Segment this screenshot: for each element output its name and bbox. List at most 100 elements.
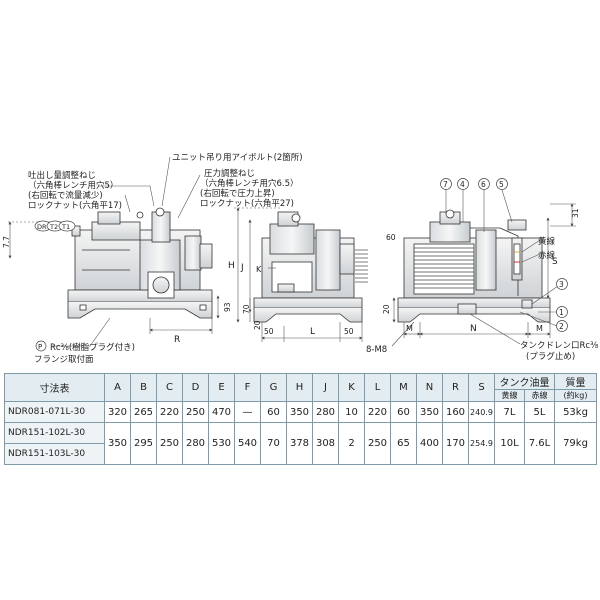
col-header-c: C — [156, 373, 183, 402]
callout-2: 2 — [559, 322, 564, 331]
col-header-a: A — [104, 373, 131, 402]
front-view-dimensions — [8, 156, 220, 347]
dim-n: N — [470, 324, 477, 334]
dim-93: 93 — [223, 302, 232, 312]
port-p-label: P — [38, 343, 42, 351]
col-header-b: B — [130, 373, 157, 402]
cell-mass: 53kg — [554, 401, 597, 423]
flange-face-label: フランジ取付面 — [34, 354, 94, 365]
dim-j: J — [240, 263, 244, 273]
dim-50b: 50 — [344, 327, 354, 336]
pressure-hex-label: （六角棒レンチ用穴6.5） — [200, 178, 299, 189]
table-subheader-row: 黄線 赤線 (約kg) — [5, 389, 597, 402]
cell-c: 250 — [156, 422, 183, 465]
cell-f: 540 — [234, 422, 261, 465]
table-row: NDR151-102L-30 350 295 250 280 530 540 7… — [4, 422, 597, 465]
cell-m: 65 — [390, 422, 417, 465]
cell-h: 350 — [286, 401, 313, 423]
col-header-m: M — [390, 373, 417, 402]
cell-e: 530 — [208, 422, 235, 465]
cell-mass: 79kg — [554, 422, 597, 465]
cell-e: 470 — [208, 401, 235, 423]
table-row: NDR151-103L-30 — [4, 443, 597, 465]
dim-m2: M — [536, 324, 543, 333]
bolts-label: 8-M8 — [366, 345, 387, 355]
cell-tank-yellow: 7L — [494, 401, 525, 423]
col-header-mass: 質量 — [554, 373, 597, 390]
yellow-line-label: 黄線 — [538, 236, 556, 247]
rear-view-dimensions — [391, 189, 576, 347]
cell-f: — — [234, 401, 261, 423]
cell-a: 320 — [104, 401, 131, 423]
port-dr-label: DR — [37, 223, 47, 231]
callout-6: 6 — [481, 180, 486, 189]
dim-m: M — [406, 324, 413, 333]
cell-j: 280 — [312, 401, 339, 423]
cell-l: 250 — [364, 422, 391, 465]
callout-5: 5 — [499, 180, 504, 189]
cell-d: 280 — [182, 422, 209, 465]
dim-h: H — [228, 261, 235, 271]
dim-50a: 50 — [264, 327, 274, 336]
dim-20b: 20 — [382, 304, 391, 314]
pressure-nut-label: ロックナット(六角平27) — [200, 198, 294, 209]
col-header-k: K — [338, 373, 365, 402]
col-header-mass-unit: (約kg) — [554, 389, 597, 402]
col-header-e: E — [208, 373, 235, 402]
dim-70: 70 — [242, 304, 251, 314]
col-header-g: G — [260, 373, 287, 402]
table-row: NDR081-071L-30 320 265 220 250 470 — 60 … — [4, 401, 597, 423]
col-header-n: N — [416, 373, 443, 402]
col-header-r: R — [442, 373, 469, 402]
front-view — [67, 207, 213, 319]
col-header-j: J — [312, 373, 339, 402]
callout-circles — [440, 178, 568, 332]
callout-3: 3 — [559, 280, 564, 289]
port-t2-label: T2 — [49, 223, 58, 231]
dimension-table: 寸法表 A B C D E F G H J K L M N R S タンク油量 … — [4, 373, 597, 465]
discharge-hex-label: （六角棒レンチ用穴5） — [28, 180, 118, 191]
cell-d: 250 — [182, 401, 209, 423]
col-header-tank: タンク油量 — [494, 373, 555, 390]
cell-s: 240.9 — [468, 401, 495, 423]
port-markers — [34, 220, 76, 352]
technical-drawing: 吐出し量調整ねじ （六角棒レンチ用穴5） (右回転で流量減少) ロックナット(六… — [2, 152, 598, 365]
side-view-dimensions — [234, 207, 363, 342]
cell-k: 2 — [338, 422, 365, 465]
model-cell: NDR081-071L-30 — [4, 401, 105, 423]
col-header-f: F — [234, 373, 261, 402]
cell-n: 400 — [416, 422, 443, 465]
cell-k: 10 — [338, 401, 365, 423]
rear-view — [397, 209, 551, 323]
cell-tank-yellow: 10L — [494, 422, 525, 465]
dim-31: 31 — [571, 208, 580, 218]
cell-c: 220 — [156, 401, 183, 423]
pressure-note-label: (右回転で圧力上昇) — [200, 188, 275, 199]
cell-r: 160 — [442, 401, 469, 423]
col-header-s: S — [468, 373, 495, 402]
model-cell: NDR151-103L-30 — [4, 443, 105, 465]
cell-s: 254.9 — [468, 422, 495, 465]
callout-7: 7 — [443, 180, 448, 189]
cell-h: 378 — [286, 422, 313, 465]
cell-l: 220 — [364, 401, 391, 423]
cell-b: 295 — [130, 422, 157, 465]
discharge-note-label: (右回転で流量減少) — [28, 190, 103, 201]
cell-a: 350 — [104, 422, 131, 465]
col-header-l: L — [364, 373, 391, 402]
plug-note-label: Rc⅜(樹脂プラグ付き) — [50, 342, 135, 353]
table-title: 寸法表 — [4, 373, 105, 402]
callout-4: 4 — [460, 180, 465, 189]
discharge-screw-label: 吐出し量調整ねじ — [28, 170, 96, 181]
col-header-h: H — [286, 373, 313, 402]
dim-k: K — [256, 265, 262, 274]
cell-j: 308 — [312, 422, 339, 465]
model-cell: NDR151-102L-30 — [4, 422, 105, 444]
side-view — [253, 211, 368, 323]
dim-s: S — [552, 257, 558, 267]
dim-60: 60 — [386, 233, 396, 242]
cell-tank-red: 7.6L — [524, 422, 555, 465]
pressure-screw-label: 圧力調整ねじ — [204, 168, 255, 179]
cell-b: 265 — [130, 401, 157, 423]
